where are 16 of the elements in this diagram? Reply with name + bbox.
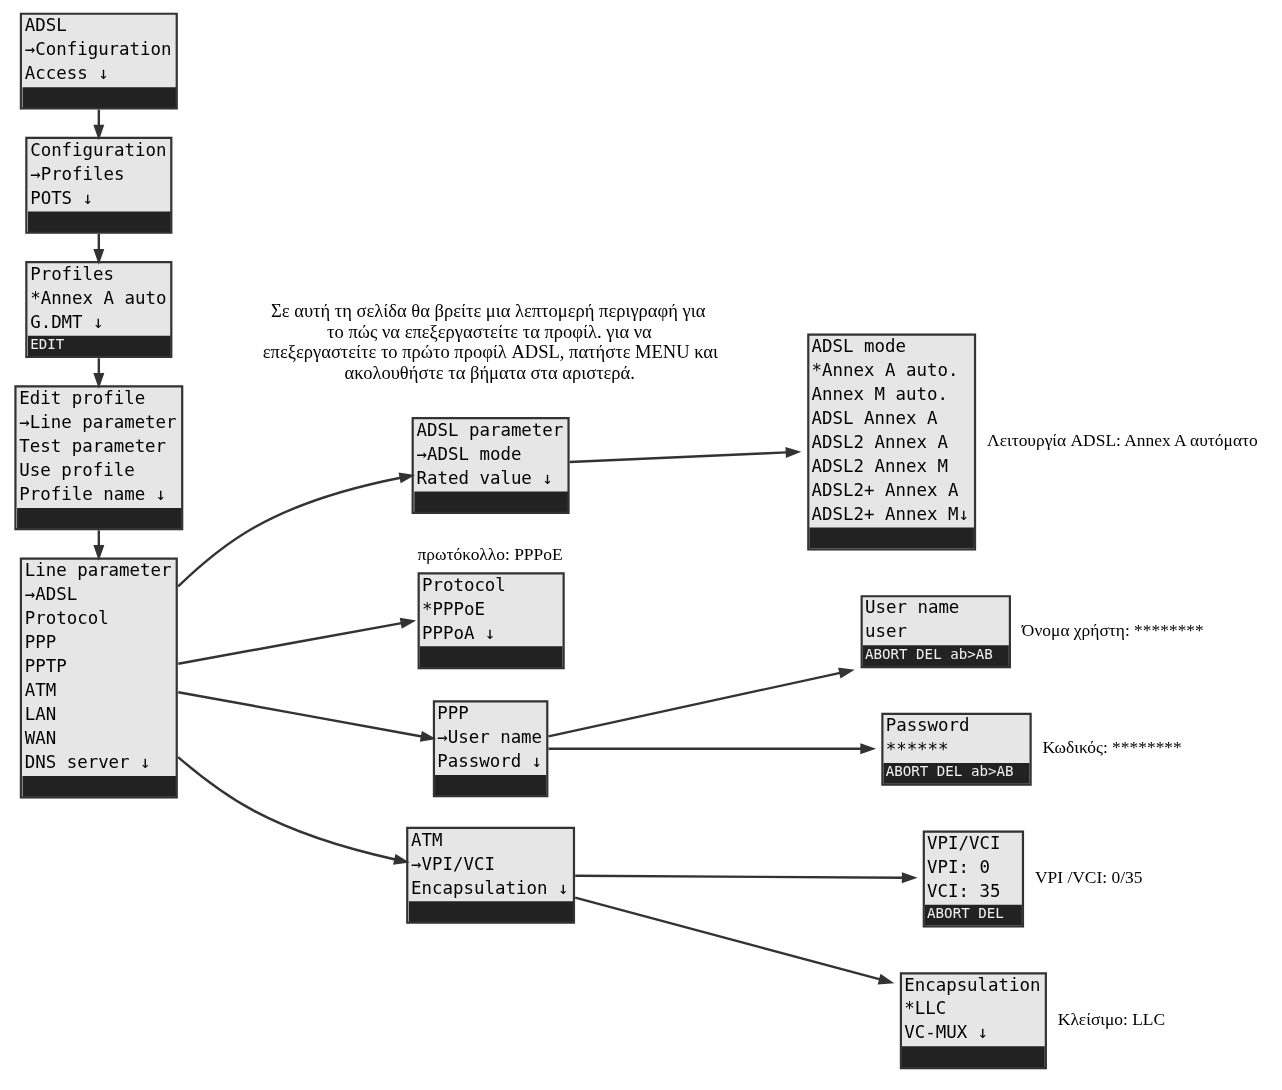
arrow [177, 756, 410, 865]
arrow [177, 472, 416, 588]
node-label: Όνομα χρήστη: ******** [1021, 619, 1204, 640]
node-label: Κωδικός: ******** [1042, 737, 1182, 758]
arrow [574, 896, 895, 985]
arrow [548, 667, 855, 738]
node-label: VPI /VCI: 0/35 [1034, 867, 1143, 888]
arrow [575, 872, 918, 884]
node-label: πρωτόκολλο: PPPoE [417, 544, 563, 565]
node-label: Κλείσιμο: LLC [1057, 1008, 1166, 1029]
arrow [548, 743, 877, 755]
node-label: Λειτουργία ADSL: Annex A αυτόματο [987, 430, 1258, 451]
arrow [178, 617, 417, 665]
label: Σε αυτή τη σελίδα θα βρείτε μια λεπτομερή περιγραφή για το πώς να επεξεργαστείτε τα προφίλ. για να επεξεργαστείτε το πρώτο προφίλ ADSL, πατήστε MENU και ακολουθήστε τα βήματα στα αριστερά. [262, 299, 719, 383]
arrow [569, 446, 802, 464]
arrow [178, 691, 437, 742]
